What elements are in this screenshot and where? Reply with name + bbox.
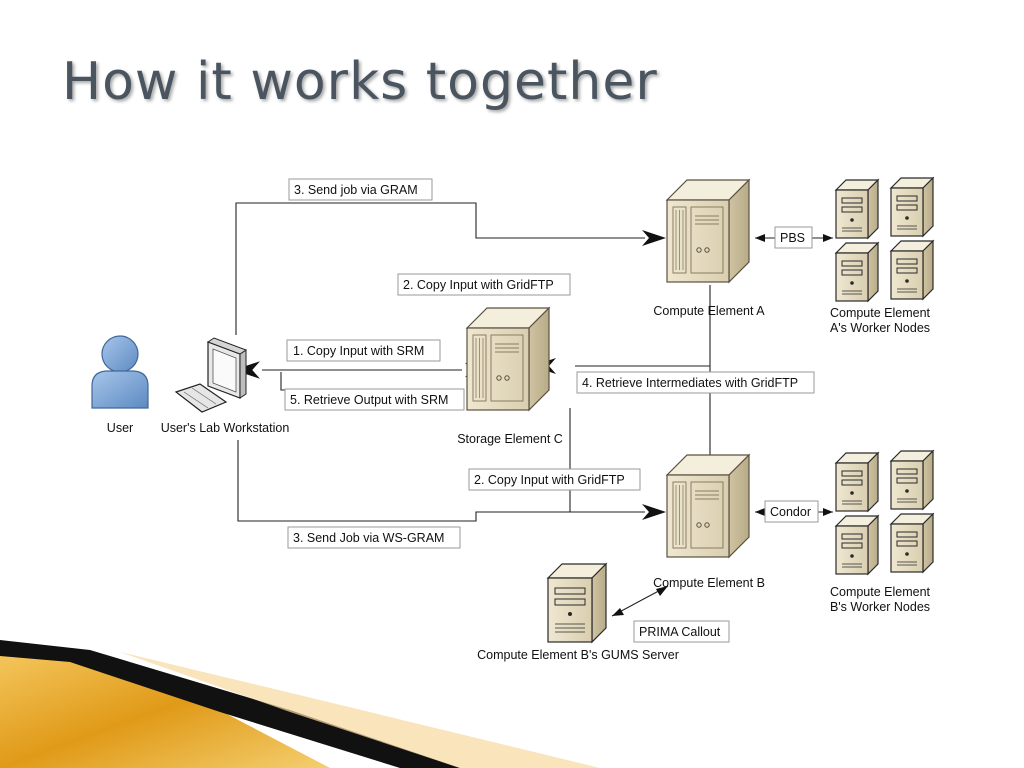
svg-text:5. Retrieve Output with SRM: 5. Retrieve Output with SRM: [290, 393, 448, 407]
svg-text:PBS: PBS: [780, 231, 805, 245]
edge-label-condor: Condor: [764, 500, 819, 523]
edge-label-copy-gridftp-b: 2. Copy Input with GridFTP: [468, 468, 641, 491]
compute-b-workers-label-2: B's Worker Nodes: [830, 600, 930, 614]
svg-text:4. Retrieve Intermediates with: 4. Retrieve Intermediates with GridFTP: [582, 376, 798, 390]
svg-text:2. Copy Input with GridFTP: 2. Copy Input with GridFTP: [403, 278, 554, 292]
edge-label-pbs: PBS: [774, 226, 813, 249]
edge-label-copy-gridftp-a: 2. Copy Input with GridFTP: [397, 273, 571, 296]
svg-text:1. Copy Input with SRM: 1. Copy Input with SRM: [293, 344, 424, 358]
compute-b-workers-label-1: Compute Element: [830, 585, 931, 599]
user-icon: [91, 335, 149, 409]
compute-a-worker-nodes: [835, 177, 934, 302]
edge-label-retrieve-srm: 5. Retrieve Output with SRM: [284, 388, 465, 411]
edge-label-send-wsgram: 3. Send Job via WS-GRAM: [287, 526, 461, 549]
compute-a-label: Compute Element A: [653, 304, 765, 318]
svg-text:Condor: Condor: [770, 505, 811, 519]
slide-title: How it works together: [62, 52, 658, 112]
edge-label-send-gram: 3. Send job via GRAM: [288, 178, 433, 201]
compute-a-server-icon: [666, 179, 750, 283]
svg-text:PRIMA Callout: PRIMA Callout: [639, 625, 721, 639]
storage-server-icon: [466, 307, 550, 411]
edge-label-retrieve-intermediates: 4. Retrieve Intermediates with GridFTP: [576, 371, 815, 394]
compute-a-workers-label-2: A's Worker Nodes: [830, 321, 930, 335]
arrowheads: [233, 230, 833, 616]
gums-label: Compute Element B's GUMS Server: [477, 648, 679, 662]
decorative-stripe: [0, 640, 600, 768]
compute-b-label: Compute Element B: [653, 576, 765, 590]
edge-label-copy-srm: 1. Copy Input with SRM: [286, 339, 441, 362]
edge-label-prima: PRIMA Callout: [633, 620, 730, 643]
compute-b-worker-nodes: [835, 450, 934, 575]
workstation-icon: [174, 337, 248, 413]
storage-label: Storage Element C: [457, 432, 563, 446]
user-label: User: [107, 421, 133, 435]
svg-text:3. Send job via GRAM: 3. Send job via GRAM: [294, 183, 418, 197]
workstation-label: User's Lab Workstation: [161, 421, 290, 435]
svg-text:3. Send Job via WS-GRAM: 3. Send Job via WS-GRAM: [293, 531, 444, 545]
compute-b-server-icon: [666, 454, 750, 558]
gums-server-icon: [546, 562, 608, 644]
svg-text:2. Copy Input with GridFTP: 2. Copy Input with GridFTP: [474, 473, 625, 487]
compute-a-workers-label-1: Compute Element: [830, 306, 931, 320]
